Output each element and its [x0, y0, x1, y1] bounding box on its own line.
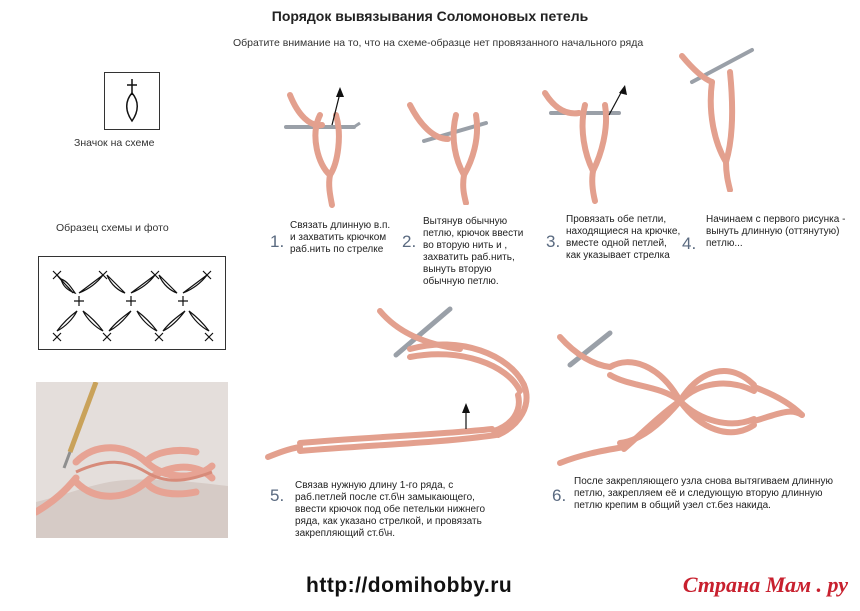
step-2-illustration	[407, 102, 488, 205]
solomon-loop-symbol-icon	[126, 79, 138, 123]
step-4-illustration	[679, 48, 754, 192]
step-1-text: Связать длинную в.п. и захватить крючком…	[290, 220, 391, 255]
step-1-number: 1.	[270, 232, 285, 251]
step-3-illustration	[542, 85, 627, 204]
step-2-text: Вытянув обычную петлю, крючок ввести во …	[423, 216, 524, 287]
crochet-photo	[36, 382, 228, 538]
symbol-box	[104, 72, 160, 130]
step-3-text: Провязать обе петли, находящиеся на крюч…	[566, 214, 681, 261]
step-4-number: 4.	[682, 234, 697, 253]
step-6-number: 6.	[552, 486, 567, 505]
step-3-number: 3.	[546, 232, 561, 251]
symbol-caption: Значок на схеме	[74, 137, 155, 149]
step-5-number: 5.	[270, 486, 285, 505]
scheme-box	[38, 256, 226, 350]
site-logo: Страна Мам . ру	[682, 572, 848, 597]
note-text: Обратите внимание на то, что на схеме-об…	[233, 37, 644, 49]
step-2-number: 2.	[402, 232, 417, 251]
step-6-illustration	[557, 330, 805, 466]
step-1-illustration	[284, 87, 361, 208]
step-5-illustration	[265, 306, 530, 460]
scheme-caption: Образец схемы и фото	[56, 222, 169, 234]
crochet-scheme-diagram	[52, 270, 214, 342]
step-5-text: Связав нужную длину 1-го ряда, с раб.пет…	[295, 480, 486, 539]
step-4-text: Начинаем с первого рисунка - вынуть длин…	[706, 214, 846, 249]
step-6-text: После закрепляющего узла снова вытягивае…	[574, 476, 833, 511]
page-title: Порядок вывязывания Соломоновых петель	[271, 8, 589, 24]
footer-url-link[interactable]: http://domihobby.ru	[306, 574, 513, 597]
